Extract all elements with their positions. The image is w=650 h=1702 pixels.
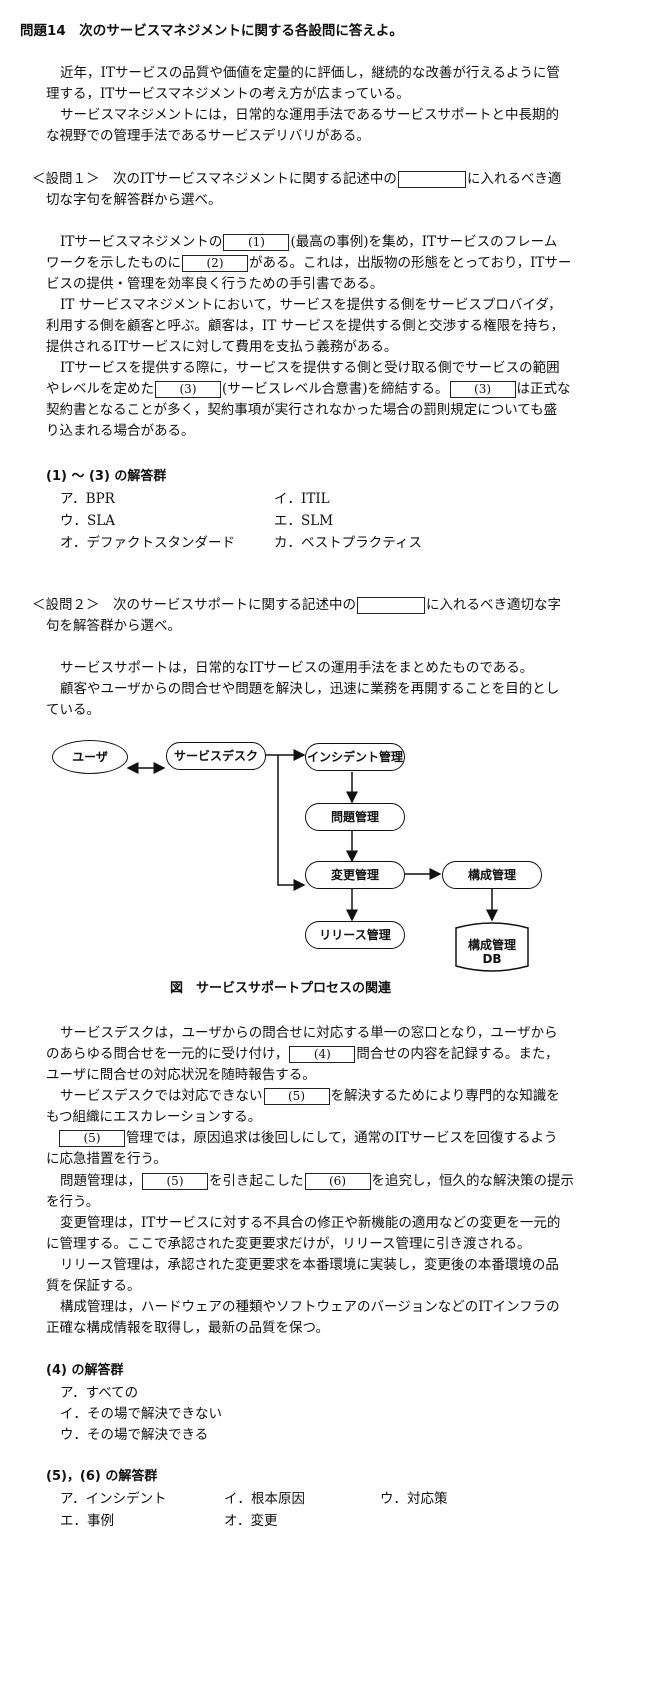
q1-prompt-text: ＜設問１＞ 次のITサービスマネジメントに関する記述中の [32,171,397,187]
q2-text: を引き起こした [209,1173,304,1189]
blank-3: (3) [155,381,221,398]
user-node: ユーザ [52,740,128,774]
q1-line: 提供されるITサービスに対して費用を支払う義務がある。 [46,339,398,355]
service-desk-node: サービスデスク [166,742,266,770]
blank-box [357,597,425,614]
q1-text: は正式な [516,381,571,397]
answer-option: ウ．その場で解決できる [60,1427,209,1443]
answer-group-title: (5)，(6) の解答群 [46,1469,158,1484]
answer-option: カ．ベストプラクティス [274,535,422,551]
cmdb-label-db: DB [482,952,502,966]
q1-line: ITサービスマネジメントの(1)(最高の事例)を集め，ITサービスのフレーム [60,233,557,251]
q1-prompt-text: に入れるべき適 [466,171,562,187]
blank-5: (5) [142,1173,208,1190]
figure-caption: 図 サービスサポートプロセスの関連 [170,981,392,996]
blank-1: (1) [223,234,290,251]
q1-prompt-line2: 切な字句を解答群から選べ。 [46,192,222,208]
configuration-management-node: 構成管理 [442,861,542,889]
q2-text: のあらゆる問合せを一元的に受け付け， [46,1046,289,1062]
q1-line: ワークを示したものに(2)がある。これは，出版物の形態をとっており，ITサー [46,254,571,272]
answer-option: ア．インシデント [60,1491,167,1507]
q1-line: り込まれる場合がある。 [46,423,195,439]
q2-line: 変更管理は，ITサービスに対する不具合の修正や新機能の適用などの変更を一元的 [60,1215,561,1231]
q2-line: ている。 [46,702,100,718]
q2-line: に管理する。ここで承認された変更要求だけが，リリース管理に引き渡される。 [46,1236,531,1252]
q2-line: を行う。 [46,1194,100,1210]
q1-text: (最高の事例)を集め，ITサービスのフレーム [290,234,558,250]
q1-line: 契約書となることが多く，契約事項が実行されなかった場合の罰則規定についても盛 [46,402,558,418]
answer-option: オ．デファクトスタンダード [60,535,235,551]
blank-box [397,171,466,188]
blank-5: (5) [59,1130,125,1147]
release-management-node: リリース管理 [305,921,405,949]
q2-text: 管理では，原因追求は後回しにして，通常のITサービスを回復するよう [126,1130,558,1146]
q1-text: やレベルを定めた [46,381,154,397]
q1-line: 利用する側を顧客と呼ぶ。顧客は，IT サービスを提供する側と交渉する権限を持ち， [46,318,565,334]
answer-option: ア．BPR [60,491,115,507]
answer-group-title: (4) の解答群 [46,1363,124,1378]
answer-option: イ．その場で解決できない [60,1406,222,1422]
q1-text: がある。これは，出版物の形態をとっており，ITサー [249,255,572,271]
q2-prompt-text: ＜設問２＞ 次のサービスサポートに関する記述中の [32,597,356,613]
blank-6: (6) [304,1173,371,1190]
q2-line: (5)管理では，原因追求は後回しにして，通常のITサービスを回復するよう [58,1129,558,1147]
blank-2: (2) [182,255,248,272]
q2-line: サービスサポートは，日常的なITサービスの運用手法をまとめたものである。 [60,660,534,676]
intro-line: な視野での管理手法であるサービスデリバリがある。 [46,128,370,144]
incident-management-node: インシデント管理 [305,743,405,771]
q2-text: 問合せの内容を記録する。また， [356,1046,559,1062]
change-management-node: 変更管理 [305,861,405,889]
answer-option: イ．根本原因 [224,1491,305,1507]
blank-3: (3) [449,381,516,398]
q2-line: 正確な構成情報を取得し，最新の品質を保つ。 [46,1320,329,1336]
q2-prompt-text: に入れるべき適切な字 [426,597,561,613]
q2-prompt-line2: 句を解答群から選べ。 [46,618,181,634]
q1-text: ワークを示したものに [46,255,181,271]
q2-prompt: ＜設問２＞ 次のサービスサポートに関する記述中の に入れるべき適切な字 [32,596,561,614]
q1-text: (サービスレベル合意書)を締結する。 [222,381,449,397]
intro-line: サービスマネジメントには，日常的な運用手法であるサービスサポートと中長期的 [60,107,559,123]
q1-text: ITサービスマネジメントの [60,234,223,250]
q2-line: に応急措置を行う。 [46,1151,167,1167]
page-title: 問題14 次のサービスマネジメントに関する各設問に答えよ。 [20,23,403,39]
q2-line: もつ組織にエスカレーションする。 [46,1109,262,1125]
q2-line: のあらゆる問合せを一元的に受け付け，(4)問合せの内容を記録する。また， [46,1045,559,1063]
cmdb-cylinder [455,922,529,972]
q1-prompt: ＜設問１＞ 次のITサービスマネジメントに関する記述中の に入れるべき適 [32,170,561,188]
intro-line: 理する，ITサービスマネジメントの考え方が広まっている。 [46,86,410,102]
q2-line: リリース管理は，承認された変更要求を本番環境に実装し，変更後の本番環境の品 [60,1257,559,1273]
answer-option: オ．変更 [224,1513,278,1529]
answer-option: イ．ITIL [274,491,330,507]
answer-option: ウ．対応策 [380,1491,448,1507]
q1-line: IT サービスマネジメントにおいて，サービスを提供する側をサービスプロバイダ， [60,297,562,313]
q2-line: 構成管理は，ハードウェアの種類やソフトウェアのバージョンなどのITインフラの [60,1299,560,1315]
answer-group-title: (1) ～ (3) の解答群 [46,469,167,484]
q2-line: サービスデスクは，ユーザからの問合せに対応する単一の窓口となり，ユーザから [60,1025,558,1041]
q2-line: 問題管理は，(5)を引き起こした(6)を追究し，恒久的な解決策の提示 [60,1172,574,1190]
cmdb-label: 構成管理 [467,938,516,952]
q2-line: ユーザに問合せの対応状況を随時報告する。 [46,1067,316,1083]
q1-line: ITサービスを提供する際に，サービスを提供する側と受け取る側でサービスの範囲 [60,360,560,376]
answer-option: エ．SLM [274,513,334,529]
q2-text: を解決するためにより専門的な知識を [330,1088,560,1104]
q2-text: サービスデスクでは対応できない [60,1088,263,1104]
q1-line: やレベルを定めた(3)(サービスレベル合意書)を締結する。(3)は正式な [46,380,571,398]
intro-line: 近年，ITサービスの品質や価値を定量的に評価し，継続的な改善が行えるように管 [60,65,560,81]
blank-5: (5) [263,1088,330,1105]
q2-text: を追究し，恒久的な解決策の提示 [371,1173,575,1189]
q2-line: サービスデスクでは対応できない(5)を解決するためにより専門的な知識を [60,1087,560,1105]
blank-4: (4) [289,1046,356,1063]
answer-option: ア．すべての [60,1385,139,1401]
answer-option: ウ．SLA [60,513,115,529]
q2-line: 顧客やユーザからの問合せや問題を解決し，迅速に業務を再開することを目的とし [60,681,560,697]
q2-text: 問題管理は， [60,1173,141,1189]
answer-option: エ．事例 [60,1513,114,1529]
q2-line: 質を保証する。 [46,1278,141,1294]
problem-management-node: 問題管理 [305,803,405,831]
diagram-connectors [126,749,529,972]
q1-line: ビスの提供・管理を効率良く行うための手引書である。 [46,276,384,292]
